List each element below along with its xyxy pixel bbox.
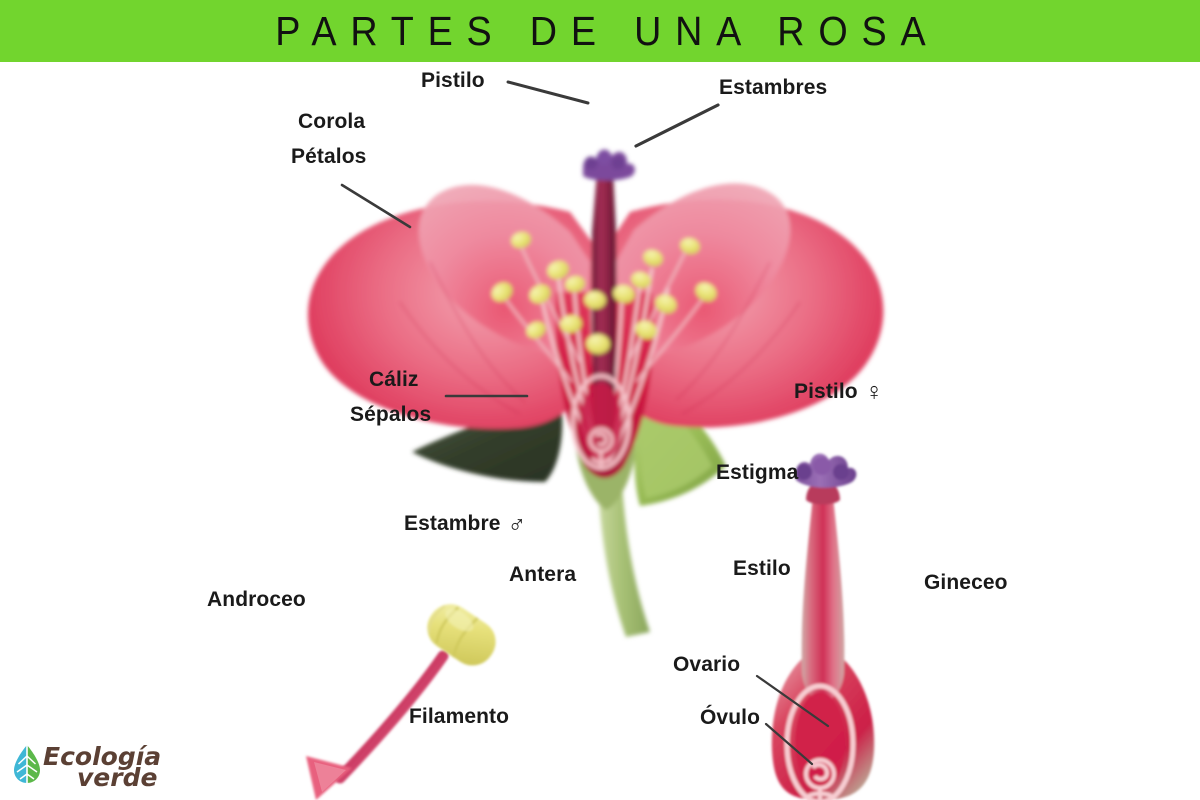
stamen-detail-illustration	[306, 604, 496, 800]
leader-pistilo-top	[506, 80, 590, 105]
stigma-lobe-2	[597, 151, 611, 165]
label-sepalos: Sépalos	[350, 403, 432, 426]
ovary-fill-main	[580, 383, 622, 461]
petal-upper-left	[418, 184, 590, 358]
petal-upper-right	[616, 183, 791, 359]
leader-lines	[340, 80, 830, 766]
stigma-detail-lobe-1	[796, 464, 812, 480]
stigma-lobes-main	[583, 149, 635, 181]
leader-corola-petalos	[340, 183, 412, 229]
label-petalos: Pétalos	[291, 145, 367, 168]
ovary-outline-main	[571, 374, 631, 470]
leader-ovulo	[764, 722, 814, 766]
flower-stem	[597, 466, 650, 637]
label-estambres: Estambres	[719, 76, 828, 99]
label-ovario: Ovario	[673, 653, 741, 676]
label-ovulo: Óvulo	[700, 706, 761, 729]
filament-detail	[334, 650, 449, 784]
stigma-lobe-1	[584, 156, 598, 170]
male-symbol-icon: ♂	[507, 510, 527, 538]
label-estambre-text: Estambre	[404, 512, 501, 535]
stigma-detail-lobe-2	[813, 457, 831, 475]
stigma-detail-lobe-3	[833, 464, 849, 480]
logo-word-line1: Ecología	[43, 742, 161, 771]
anthers-main	[491, 231, 717, 355]
ovule-main	[588, 427, 614, 466]
ovule-detail	[803, 757, 837, 800]
label-estigma: Estigma	[716, 461, 799, 484]
label-pistilo-top: Pistilo	[421, 69, 485, 92]
label-estambre: Estambre ♂	[404, 510, 526, 540]
flower-diagram-svg	[306, 80, 884, 800]
anther-detail	[427, 604, 496, 666]
label-pistilo-right: Pistilo ♀	[794, 378, 883, 408]
label-estilo: Estilo	[733, 557, 791, 580]
site-logo[interactable]: Ecología verde	[12, 741, 192, 791]
label-androceo: Androceo	[207, 588, 306, 611]
label-caliz: Cáliz	[369, 368, 419, 391]
stigma-lobe-3	[611, 156, 625, 170]
female-symbol-icon: ♀	[864, 378, 884, 406]
petal-veins	[399, 261, 801, 415]
main-flower-illustration	[307, 149, 884, 637]
style-detail	[801, 496, 845, 701]
label-gineceo: Gineceo	[924, 571, 1008, 594]
filament-arrowhead-highlight	[314, 762, 346, 792]
leaf-drop-icon	[14, 745, 40, 783]
label-corola: Corola	[298, 110, 366, 133]
flower-diagram	[0, 62, 1200, 800]
ovary-chamber-outline	[784, 683, 856, 800]
page-title: PARTES DE UNA ROSA	[274, 7, 939, 54]
label-filamento: Filamento	[409, 705, 510, 728]
title-banner: PARTES DE UNA ROSA	[0, 0, 1200, 62]
logo-wordmark: Ecología verde	[43, 742, 161, 789]
leader-estambres	[634, 103, 720, 148]
label-pistilo-right-text: Pistilo	[794, 380, 858, 403]
leader-ovario	[755, 674, 830, 728]
logo-word-line2: verde	[77, 763, 157, 789]
label-antera: Antera	[509, 563, 577, 586]
pistil-detail-illustration	[771, 453, 875, 800]
